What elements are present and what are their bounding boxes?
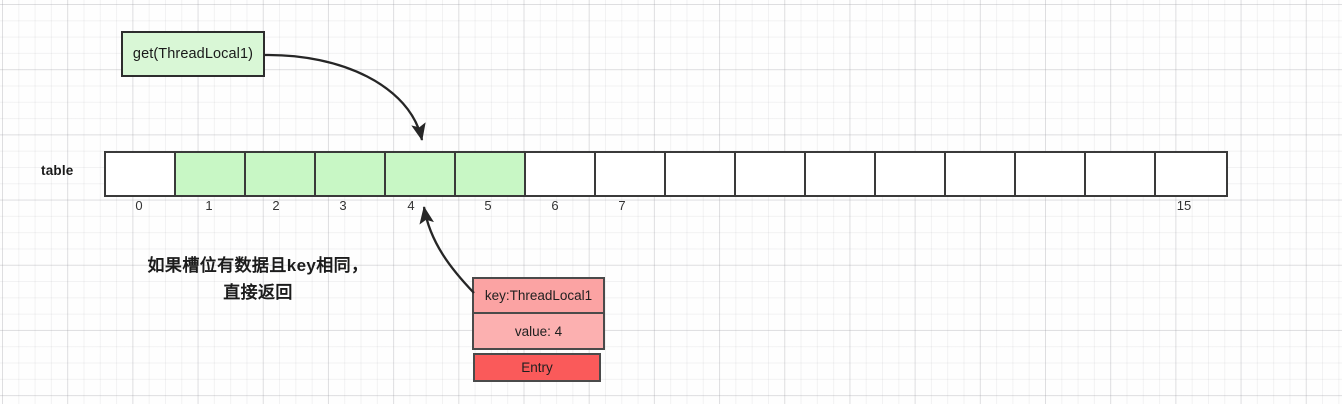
- table-cell-0: [106, 153, 176, 195]
- table-cell-12: [946, 153, 1016, 195]
- annotation-text: 如果槽位有数据且key相同， 直接返回: [118, 252, 398, 306]
- index-label-15: 15: [1176, 198, 1192, 213]
- get-threadlocal-callout-box: get(ThreadLocal1): [121, 31, 265, 77]
- index-label-7: 7: [618, 198, 626, 213]
- entry-key-field: key:ThreadLocal1: [472, 277, 605, 313]
- index-label-2: 2: [272, 198, 280, 213]
- table-cell-5: [456, 153, 526, 195]
- index-label-3: 3: [339, 198, 347, 213]
- table-cell-3: [316, 153, 386, 195]
- table-cell-13: [1016, 153, 1086, 195]
- table-cell-4: [386, 153, 456, 195]
- table-cell-2: [246, 153, 316, 195]
- entry-type-label: Entry: [473, 353, 601, 382]
- index-label-6: 6: [551, 198, 559, 213]
- table-cell-11: [876, 153, 946, 195]
- annotation-line-1: 如果槽位有数据且key相同，: [147, 256, 369, 275]
- index-label-5: 5: [484, 198, 492, 213]
- table-cell-1: [176, 153, 246, 195]
- index-label-1: 1: [205, 198, 213, 213]
- table-cell-10: [806, 153, 876, 195]
- entry-stack: key:ThreadLocal1 value: 4 Entry: [472, 277, 605, 382]
- table-cell-15: [1156, 153, 1226, 195]
- arrow-entry-to-slot4: [419, 206, 475, 294]
- arrow-callout-to-slot4: [264, 53, 426, 141]
- index-label-0: 0: [135, 198, 143, 213]
- table-cell-9: [736, 153, 806, 195]
- callout-label: get(ThreadLocal1): [132, 46, 254, 62]
- table-cell-7: [596, 153, 666, 195]
- table-label: table: [41, 163, 74, 178]
- table-cell-8: [666, 153, 736, 195]
- index-label-4: 4: [407, 198, 415, 213]
- table-row: [104, 151, 1228, 197]
- table-cell-14: [1086, 153, 1156, 195]
- table-cell-6: [526, 153, 596, 195]
- annotation-line-2: 直接返回: [223, 283, 293, 302]
- entry-value-field: value: 4: [472, 313, 605, 350]
